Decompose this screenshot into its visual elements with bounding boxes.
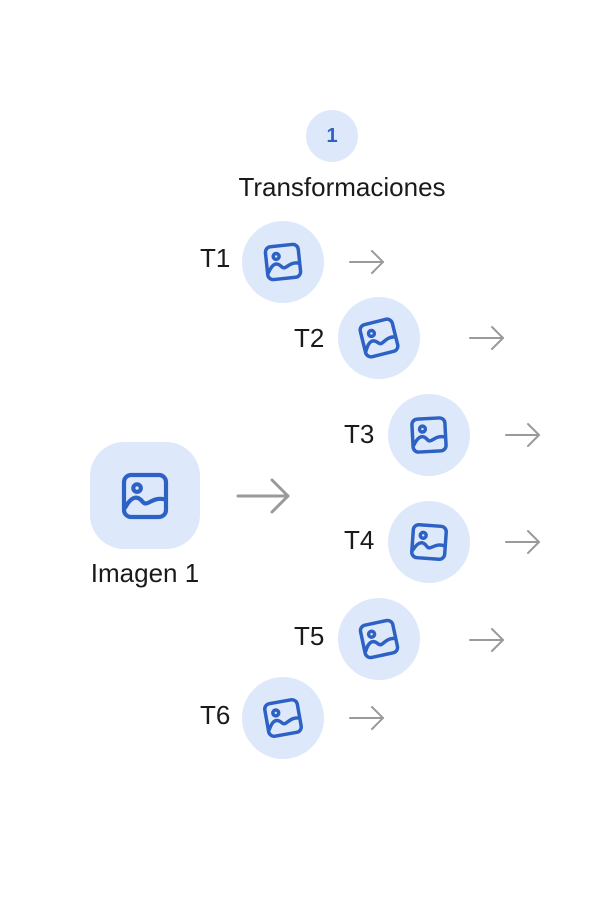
arrow-right-icon	[348, 248, 386, 276]
source-image-label: Imagen 1	[90, 558, 200, 588]
transform-node-t5	[338, 598, 420, 680]
step-number: 1	[326, 124, 338, 147]
image-icon	[261, 696, 305, 740]
image-icon	[261, 240, 305, 284]
transform-node-t1	[242, 221, 324, 303]
transform-node-t2	[338, 297, 420, 379]
image-icon	[117, 468, 173, 524]
arrow-right-icon	[348, 704, 386, 732]
arrow-right-icon	[468, 324, 506, 352]
transform-label-t5: T5	[294, 621, 325, 651]
arrow-right-icon	[468, 626, 506, 654]
step-number-badge: 1	[306, 110, 358, 162]
image-icon	[357, 316, 401, 360]
transform-node-t3	[388, 394, 470, 476]
transform-label-t3: T3	[344, 419, 375, 449]
image-icon	[407, 413, 451, 457]
arrow-right-icon	[504, 528, 542, 556]
transform-label-t4: T4	[344, 525, 375, 555]
transform-label-t6: T6	[200, 700, 231, 730]
transform-label-t1: T1	[200, 243, 231, 273]
image-icon	[357, 617, 401, 661]
transform-node-t4	[388, 501, 470, 583]
transform-label-t2: T2	[294, 323, 325, 353]
main-arrow-icon	[236, 474, 292, 518]
section-title: Transformaciones	[238, 172, 446, 202]
source-image-node	[90, 442, 200, 549]
transform-node-t6	[242, 677, 324, 759]
image-icon	[407, 520, 451, 564]
arrow-right-icon	[504, 421, 542, 449]
